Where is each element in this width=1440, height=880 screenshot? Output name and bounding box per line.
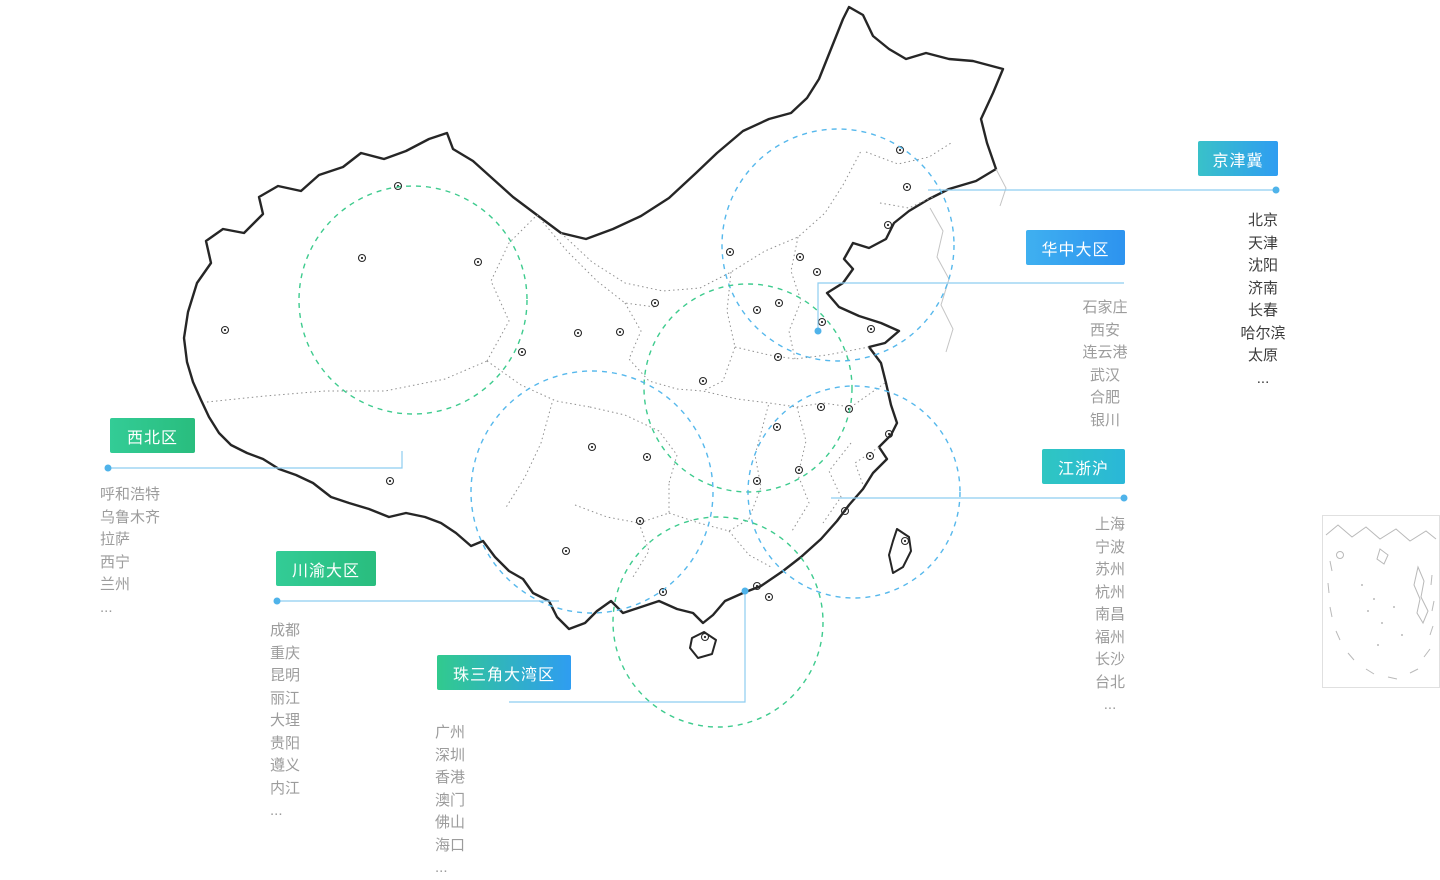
connector-dots: [104, 186, 1280, 605]
city-item: 太原: [1247, 347, 1278, 364]
region-circle-jiangzhehu: [747, 385, 961, 599]
city-list-huazhong: 石家庄西安连云港武汉合肥银川: [1045, 297, 1165, 432]
map-outline: [182, 5, 1005, 659]
region-circle-jingjinji: [721, 128, 955, 362]
city-item: 呼和浩特: [100, 486, 161, 503]
taiwan-island: [888, 528, 912, 574]
city-item: 连云港: [1082, 344, 1128, 361]
city-item: 南昌: [1094, 606, 1125, 623]
city-item: 香港: [435, 769, 466, 786]
city-item: 广州: [435, 724, 466, 741]
region-circle-chuanyu: [470, 370, 714, 614]
city-item: 重庆: [270, 644, 301, 662]
region-badge-zhusanjiao[interactable]: 珠三角大湾区: [437, 655, 571, 690]
connector-huazhong: [817, 282, 1124, 329]
city-item: ...: [1256, 369, 1270, 387]
city-item: 武汉: [1089, 366, 1120, 384]
city-item: 成都: [270, 622, 301, 639]
city-item: 大理: [270, 712, 301, 729]
region-badge-huazhong[interactable]: 华中大区: [1026, 230, 1125, 265]
city-item: 拉萨: [100, 531, 131, 548]
city-item: 长春: [1247, 302, 1278, 319]
connector-zhusanjiao: [509, 591, 746, 703]
hainan-island: [689, 631, 717, 659]
region-circle-xibei: [298, 185, 528, 415]
city-item: 杭州: [1094, 583, 1125, 601]
city-item: 银川: [1089, 411, 1120, 429]
city-item: 苏州: [1094, 561, 1125, 578]
city-list-chuanyu: 成都重庆昆明丽江大理贵阳遵义内江...: [270, 620, 300, 823]
city-item: ...: [1103, 696, 1117, 713]
city-list-zhusanjiao: 广州深圳香港澳门佛山海口...: [435, 722, 465, 880]
connector-xibei: [108, 451, 403, 469]
city-item: 佛山: [435, 814, 466, 831]
region-circle-huazhong: [643, 283, 853, 493]
city-list-xibei: 呼和浩特乌鲁木齐拉萨西宁兰州...: [100, 484, 160, 619]
city-item: 合肥: [1089, 389, 1120, 406]
city-item: 台北: [1094, 673, 1125, 691]
city-item: 西安: [1089, 321, 1120, 339]
city-item: ...: [100, 598, 113, 616]
city-list-jiangzhehu: 上海宁波苏州杭州南昌福州长沙台北...: [1050, 514, 1170, 717]
city-item: 丽江: [270, 689, 301, 707]
city-item: 哈尔滨: [1240, 324, 1286, 342]
city-item: 沈阳: [1247, 257, 1278, 274]
city-item: 西宁: [100, 553, 131, 571]
region-circle-zhusanjiao: [612, 516, 824, 728]
region-badge-jiangzhehu[interactable]: 江浙沪: [1042, 449, 1125, 484]
city-item: 深圳: [435, 746, 466, 764]
city-item: 天津: [1247, 234, 1278, 252]
city-item: 海口: [435, 836, 466, 854]
city-item: 宁波: [1094, 538, 1125, 556]
city-item: 昆明: [270, 667, 301, 684]
city-list-jingjinji: 北京天津沈阳济南长春哈尔滨太原...: [1203, 210, 1323, 390]
city-item: 石家庄: [1082, 299, 1128, 316]
city-item: 长沙: [1094, 651, 1125, 668]
south-china-sea-inset: [1322, 515, 1440, 688]
city-item: 北京: [1247, 212, 1278, 229]
city-item: ...: [270, 802, 283, 819]
city-item: 澳门: [435, 791, 466, 809]
city-item: 福州: [1094, 628, 1125, 646]
city-item: 济南: [1247, 279, 1278, 297]
city-item: 乌鲁木齐: [100, 508, 161, 526]
city-item: 遵义: [270, 757, 301, 774]
region-badge-xibei[interactable]: 西北区: [110, 418, 195, 453]
foreign-coastline: [929, 168, 1007, 353]
region-badge-jingjinji[interactable]: 京津冀: [1198, 141, 1278, 176]
province-borders: [206, 142, 952, 578]
city-item: 上海: [1094, 516, 1125, 533]
city-item: 内江: [270, 779, 301, 797]
region-badge-chuanyu[interactable]: 川渝大区: [276, 551, 376, 586]
city-item: 贵阳: [270, 734, 301, 752]
city-item: 兰州: [100, 576, 131, 593]
city-item: ...: [435, 859, 448, 876]
